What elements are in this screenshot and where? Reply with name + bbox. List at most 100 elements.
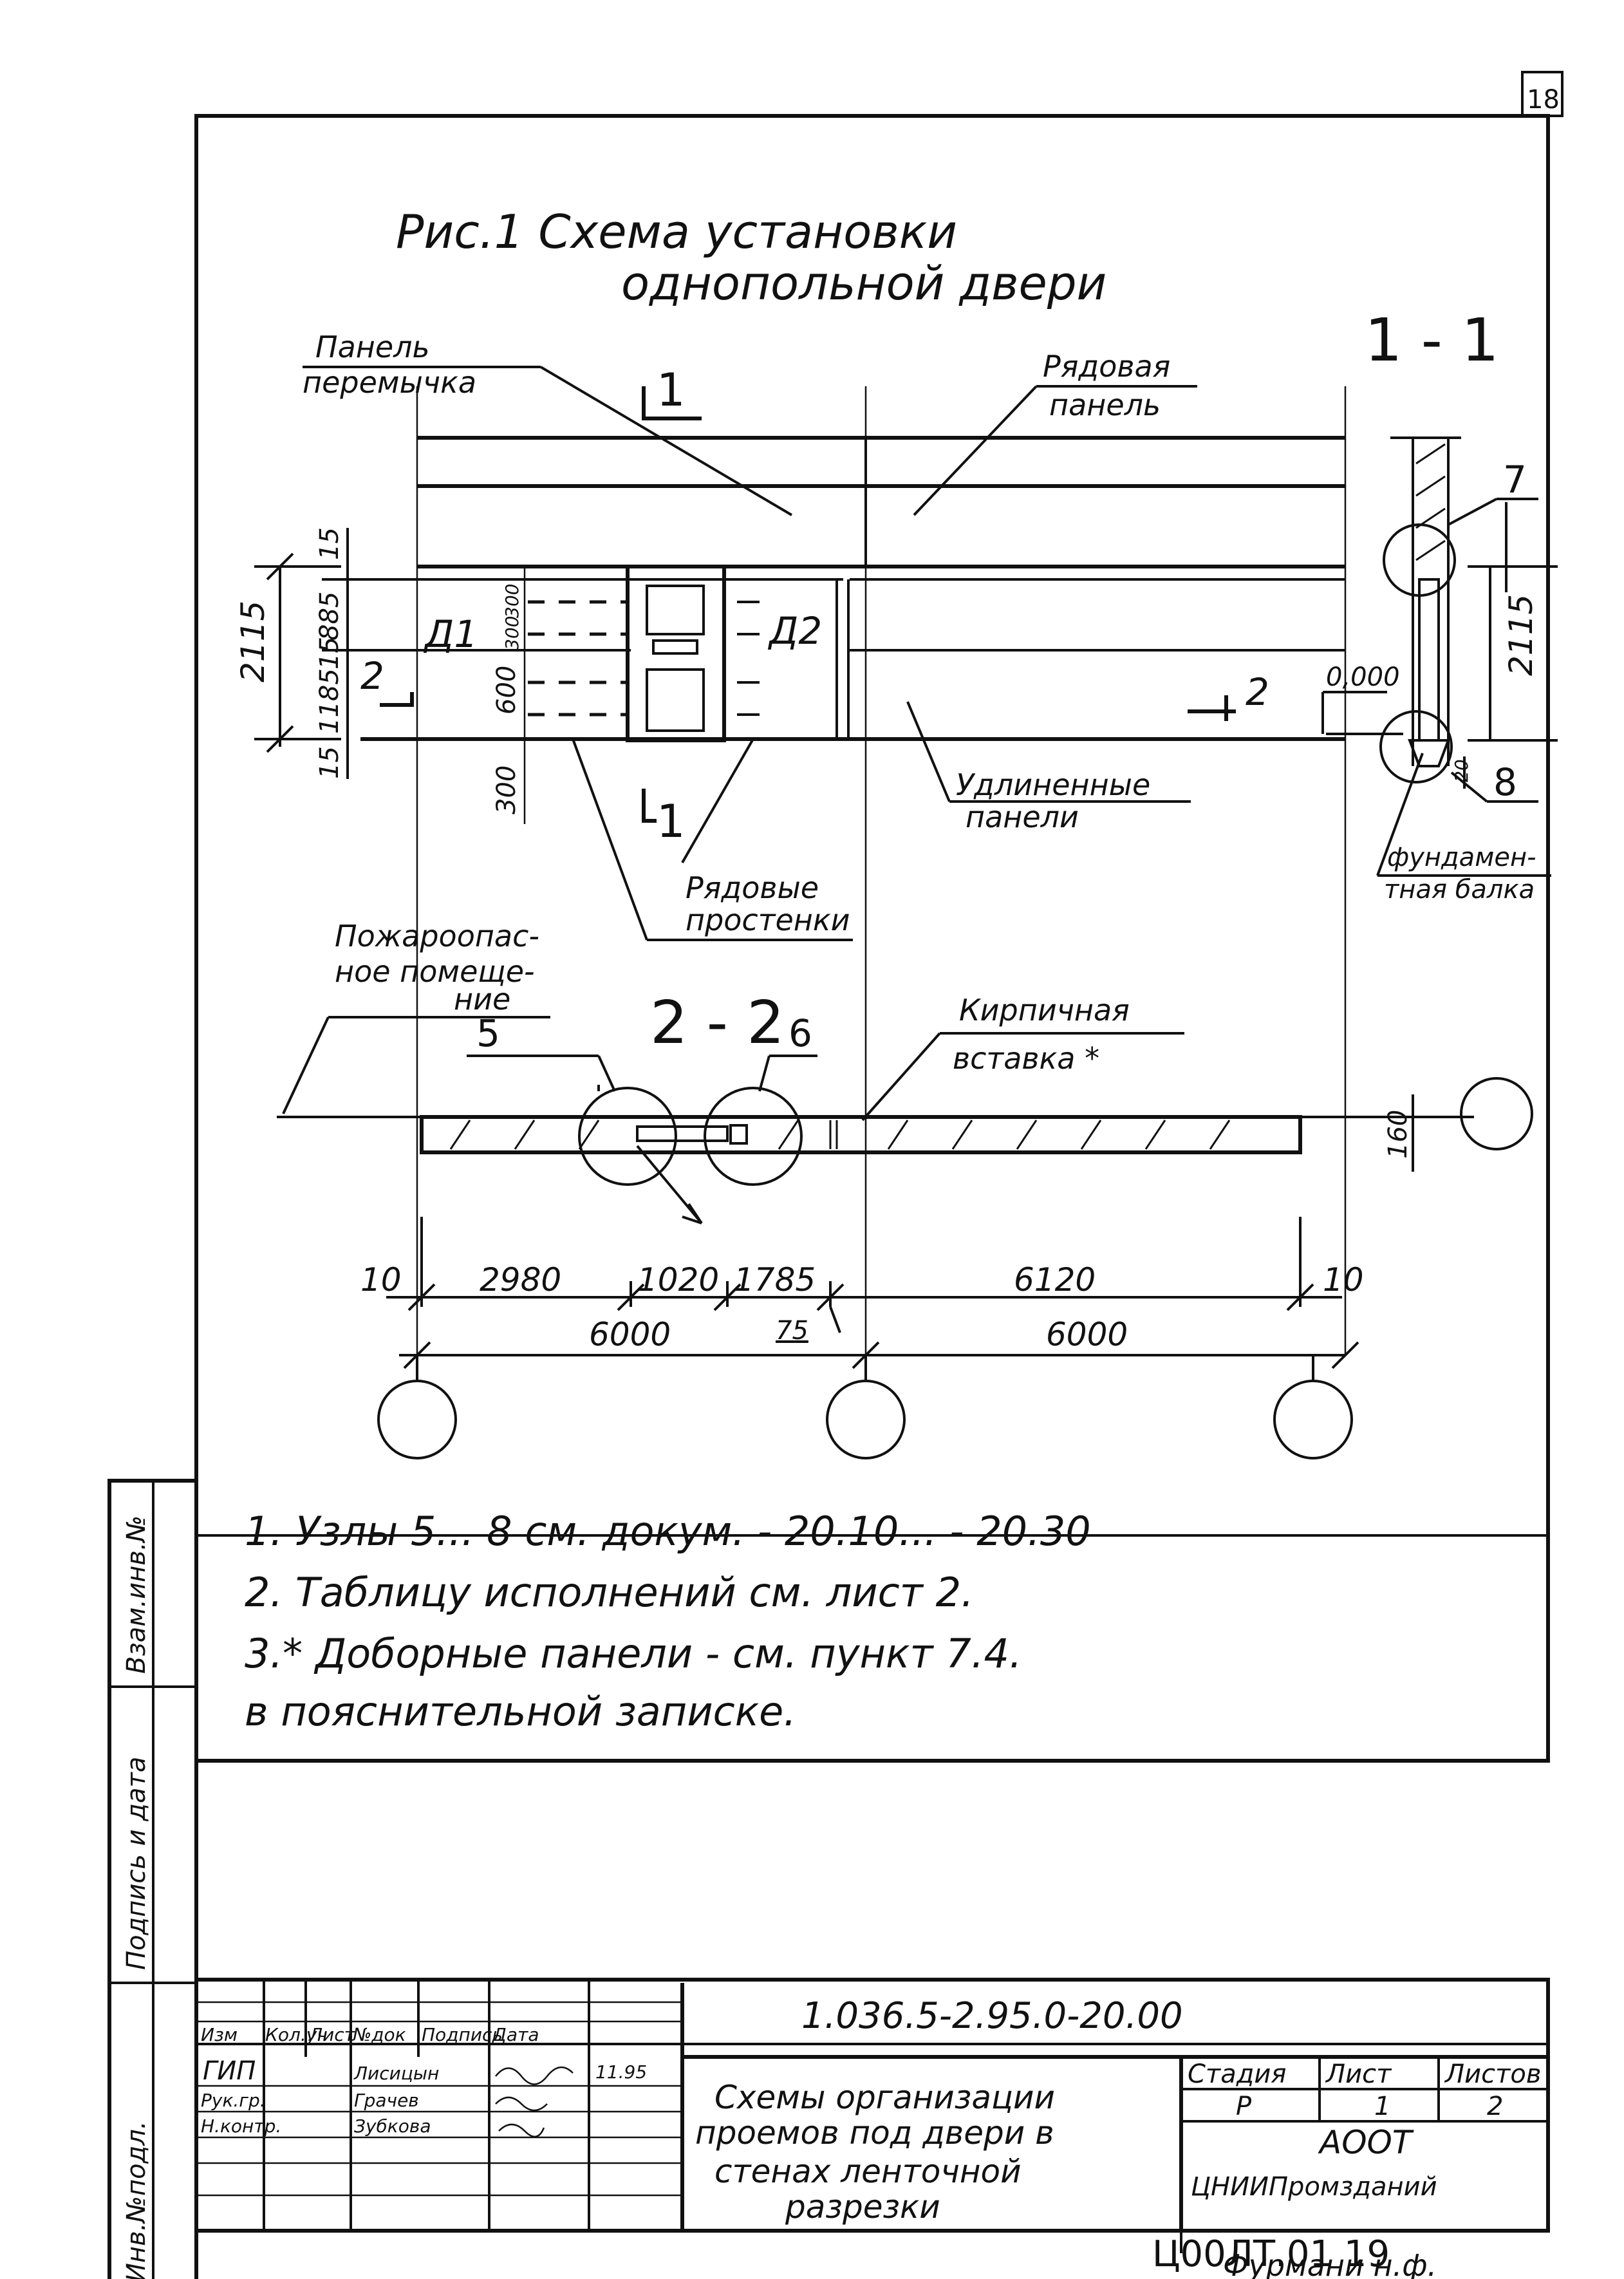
callout-piers-1: Рядовые — [686, 870, 819, 905]
note-4: в пояснительной записке. — [245, 1688, 796, 1735]
section-1-1: 7 8 0,000 2115 20 — [1321, 436, 1558, 804]
node-5: 5 — [476, 1011, 500, 1055]
role-nkontr: Н.контр. — [201, 2115, 281, 2137]
cut-mark-top: 1 — [657, 364, 686, 417]
callout-row-panel-1: Рядовая — [1043, 349, 1170, 384]
callout-brick-2: вставка * — [953, 1041, 1099, 1076]
name-2: Грачев — [354, 2090, 419, 2111]
archive-stamp-code: Ц00ЛТ.01 19 — [1152, 2233, 1390, 2275]
doc-code: 1.036.5-2.95.0-20.00 — [801, 1995, 1183, 2037]
rev-h-date: Дата — [491, 2024, 539, 2045]
callout-panel-lintel-1: Панель — [315, 330, 430, 364]
dim-row1-10a: 10 — [360, 1261, 402, 1299]
callout-brick-1: Кирпичная — [959, 993, 1130, 1027]
dim-row2-75: 75 — [776, 1316, 808, 1346]
role-gip: ГИП — [203, 2056, 256, 2086]
node-7: 7 — [1503, 458, 1527, 502]
stage-value: Р — [1236, 2092, 1252, 2121]
cut-mark-2-left: 2 — [360, 654, 384, 698]
dim-inner-300b: 300 — [501, 616, 523, 650]
callout-fire-2: ное помеще- — [335, 954, 535, 989]
desc-line1: Схемы организации — [714, 2079, 1055, 2116]
desc-line3: стенах ленточной — [714, 2153, 1022, 2190]
figure-title-line1: Рис.1 Схема установки — [396, 205, 957, 259]
rev-h-sign: Подпись — [422, 2024, 503, 2045]
dim-left-15-bot: 15 — [315, 746, 344, 779]
side-stamp-sign: Подпись и дата — [122, 1757, 151, 1970]
dim-row2-6000a: 6000 — [589, 1316, 671, 1353]
title-block: Изм Кол.уч Лист №док Подпись Дата ГИП Ру… — [194, 1978, 1550, 2233]
note-2: 2. Таблицу исполнений см. лист 2. — [245, 1569, 974, 1616]
sheet-number: 18 — [1527, 85, 1560, 115]
signature-1 — [495, 2067, 574, 2085]
desc-line2: проемов под двери в — [695, 2114, 1054, 2152]
callout-extended-1: Удлиненные — [956, 767, 1150, 802]
rev-h-izm: Изм — [201, 2024, 238, 2045]
stage-label: Стадия — [1188, 2059, 1286, 2089]
node-6: 6 — [789, 1011, 812, 1055]
figure-title-line2: однопольной двери — [621, 256, 1106, 310]
name-1: Лисицын — [353, 2063, 439, 2084]
horizontal-dimensions: 10 2980 1020 1785 6120 10 6000 75 6000 — [360, 1217, 1364, 1459]
dim-row1-1785: 1785 — [734, 1261, 816, 1299]
note-1: 1. Узлы 5... 8 см. докум. - 20.10... - 2… — [245, 1508, 1091, 1555]
dim-row1-6120: 6120 — [1014, 1261, 1096, 1299]
signature-3 — [498, 2123, 545, 2137]
side-stamp: Инв.№подл. Подпись и дата Взам.инв.№ — [107, 1479, 198, 2279]
callout-fire-3: ние — [454, 982, 510, 1017]
sheets-value: 2 — [1487, 2092, 1503, 2121]
note-3: 3.* Доборные панели - см. пункт 7.4. — [245, 1630, 1022, 1677]
side-stamp-inv: Инв.№подл. — [122, 2121, 151, 2279]
dim-left-2115: 2115 — [234, 601, 272, 682]
archive-stamp-name: Фурмани н.ф. — [1223, 2248, 1437, 2279]
label-d2: Д2 — [767, 609, 822, 653]
desc-line4: разрезки — [785, 2188, 940, 2226]
wall-elevation: 1 1 2 2 Д1 Д2 — [346, 364, 1347, 1355]
dim-left-15-top: 15 — [315, 527, 344, 560]
dim-row1-2980: 2980 — [480, 1261, 561, 1299]
dim-inner-300c: 300 — [492, 765, 521, 814]
callout-piers-2: простенки — [686, 903, 850, 937]
cut-mark-2-right: 2 — [1246, 670, 1269, 714]
callout-foundation-2: тная балка — [1384, 875, 1535, 905]
sheet-label: Лист — [1325, 2059, 1392, 2089]
sign-date: 11.95 — [595, 2061, 647, 2083]
name-3: Зубкова — [354, 2115, 431, 2137]
org-line2: ЦНИИПромзданий — [1191, 2172, 1437, 2202]
sheets-label: Листов — [1444, 2059, 1541, 2089]
dim-inner-300a: 300 — [501, 584, 523, 618]
rev-h-kol: Кол.уч — [265, 2024, 328, 2045]
left-dimensions: 2115 15 885 15 1185 15 300 300 600 300 — [234, 527, 526, 824]
archive-stamp: Ц00ЛТ.01 19 Фурмани н.ф. — [1152, 2231, 1437, 2279]
plan-2-2: 2 - 2 5 6 160 — [277, 988, 1533, 1224]
callout-row-panel-2: панель — [1049, 388, 1161, 422]
signature-2 — [495, 2096, 548, 2112]
section-1-1-label: 1 - 1 — [1365, 306, 1499, 375]
callout-fire-1: Пожароопас- — [335, 919, 539, 953]
callouts: Панель перемычка Рядовая панель Удлиненн… — [282, 330, 1551, 1121]
dim-inner-600: 600 — [492, 666, 521, 715]
node-8: 8 — [1493, 760, 1517, 804]
callout-panel-lintel-2: перемычка — [303, 365, 476, 400]
role-rukgr: Рук.гр. — [201, 2090, 266, 2111]
callout-extended-2: панели — [966, 800, 1079, 834]
side-stamp-replace: Взам.инв.№ — [122, 1515, 151, 1674]
notes: 1. Узлы 5... 8 см. докум. - 20.10... - 2… — [245, 1508, 1091, 1735]
dim-right-2115: 2115 — [1502, 594, 1540, 676]
label-d1: Д1 — [423, 612, 478, 656]
section-2-2-label: 2 - 2 — [650, 988, 785, 1057]
rev-h-list: Лист — [308, 2024, 355, 2045]
dim-left-885: 885 — [315, 592, 344, 641]
dim-row1-10b: 10 — [1323, 1261, 1364, 1299]
dim-left-15-mid: 15 — [315, 637, 344, 670]
dim-left-1185: 1185 — [315, 668, 344, 734]
dim-wall-160: 160 — [1383, 1110, 1413, 1159]
dim-row1-1020: 1020 — [637, 1261, 719, 1299]
level-0: 0,000 — [1326, 662, 1400, 692]
dim-row2-6000b: 6000 — [1046, 1316, 1128, 1353]
rev-h-doc: №док — [351, 2024, 406, 2045]
sheet-value: 1 — [1374, 2092, 1390, 2121]
sheet-frame: 18 — [194, 71, 1563, 1763]
org-line1: АООТ — [1318, 2124, 1414, 2161]
